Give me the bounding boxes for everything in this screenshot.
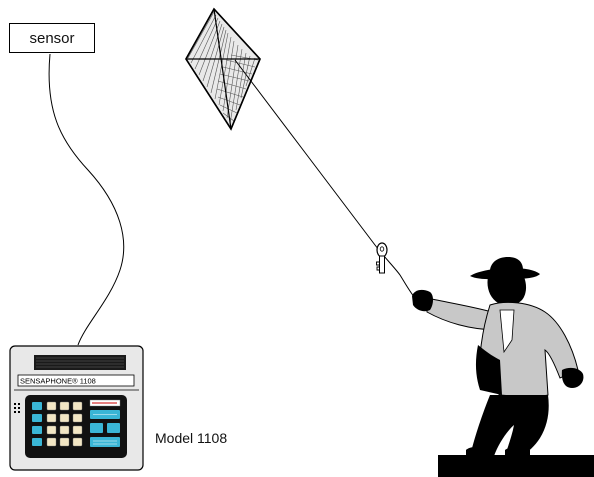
kite-icon [185,7,261,131]
microphone-grille-icon [14,403,20,413]
sensor-label-box: sensor [9,23,95,53]
ground-bar [438,455,594,477]
model-label: Model 1108 [155,430,228,446]
kite-string [234,59,416,299]
device-brand-label: SENSAPHONE® 1108 [20,377,96,386]
sensaphone-device-icon: SENSAPHONE® 1108 [9,345,144,471]
key-icon [376,242,388,274]
person-silhouette-icon [412,257,584,456]
sensor-wire [48,53,125,346]
sensor-label: sensor [29,29,75,47]
